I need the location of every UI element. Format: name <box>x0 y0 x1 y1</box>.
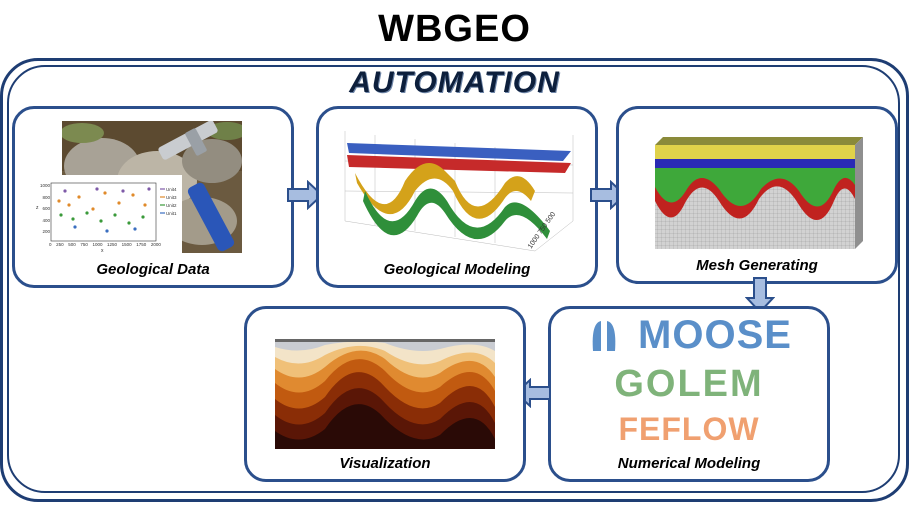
geological-modeling-box: 1000 750 500 Geological Modeling <box>316 106 598 288</box>
numerical-modeling-box: MOOSE GOLEM FEFLOW Numerical Modeling <box>548 306 830 482</box>
geological-data-box: 1000 800 600 400 200 z 0 250 500 750 100… <box>12 106 294 288</box>
scatter-xlabel: x <box>101 248 104 254</box>
scatter-x-ticks: 0 250 500 750 1000 1250 1500 1750 2000 <box>49 242 161 247</box>
step-label-geological-modeling: Geological Modeling <box>383 261 531 278</box>
arrow-right-icon <box>287 180 324 210</box>
visualization-box: Visualization <box>244 306 526 482</box>
page-title: WBGEO <box>378 8 531 50</box>
step-label-numerical-modeling: Numerical Modeling <box>617 455 761 472</box>
scatter-y-ticks: 1000 800 600 400 200 <box>39 183 50 234</box>
scatter-legend: Unit4 Unit3 Unit2 Unit1 <box>166 187 177 216</box>
automation-outer-frame <box>0 58 909 502</box>
golem-logo-text: GOLEM <box>614 363 764 405</box>
step-label-geological-data: Geological Data <box>96 261 210 278</box>
mesh-block <box>655 137 863 249</box>
scatter-plot-axes <box>50 182 165 242</box>
automation-inner-frame <box>7 65 900 493</box>
scatter-plot-inset: 1000 800 600 400 200 z 0 250 500 750 100… <box>35 175 182 255</box>
geological-model-3d-plot: 1000 750 500 <box>344 131 574 252</box>
feflow-logo-text: FEFLOW <box>618 411 760 447</box>
temperature-field-plot <box>275 339 495 449</box>
moose-logo-text: MOOSE <box>638 313 792 357</box>
moose-logo-icon <box>592 321 616 351</box>
scatter-ylabel: z <box>36 205 39 211</box>
automation-heading: AUTOMATION <box>349 66 560 99</box>
mesh-generating-box: Mesh Generating <box>616 106 898 284</box>
arrow-down-icon <box>745 277 775 314</box>
step-label-visualization: Visualization <box>339 455 431 472</box>
step-label-mesh-generating: Mesh Generating <box>696 257 818 274</box>
